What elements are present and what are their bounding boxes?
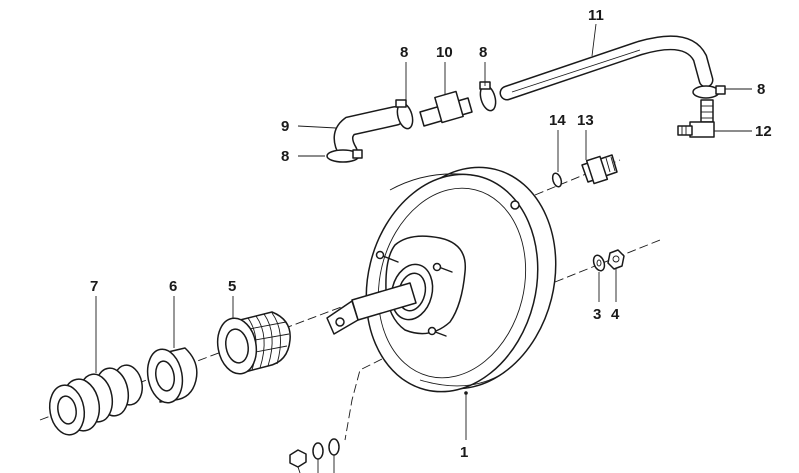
part-6-damper-ring [146,347,198,404]
clamp-b [479,81,497,112]
callout-10: 10 [436,44,453,61]
callout-6: 6 [169,278,177,295]
callout-3: 3 [593,306,601,323]
clamp-c [326,149,363,163]
callout-8-top-left: 8 [400,44,408,61]
part-3-washer [592,254,606,272]
callout-8-right: 8 [757,81,765,98]
booster-studs [375,250,453,337]
callout-5: 5 [228,278,236,295]
part-13-valve-fitting [581,154,618,185]
callout-labels: 1 3 4 5 6 7 8 8 8 8 9 10 11 12 13 14 [90,7,772,461]
part-12-angle-fitting [677,99,715,138]
callout-12: 12 [755,123,772,140]
callout-8-left: 8 [281,148,289,165]
callout-14: 14 [549,112,566,129]
part-9-elbow-hose [333,106,405,162]
callout-9: 9 [281,118,289,135]
bottom-hardware [289,438,340,473]
leader-lines [95,23,752,440]
part-11-vacuum-hose [499,35,714,101]
callout-11: 11 [588,7,604,24]
part-1-brake-booster [326,166,557,393]
callout-8-top-right: 8 [479,44,487,61]
part-4-nut [607,249,625,270]
clamp-a [395,99,414,130]
part-7-bellows-boot [48,364,143,436]
callout-1: 1 [460,444,468,461]
clamp-d [692,85,726,99]
part-14-seal [551,172,563,188]
callout-4: 4 [611,306,620,323]
part-5-filter [216,311,291,375]
callout-7: 7 [90,278,98,295]
callout-13: 13 [577,112,594,129]
part-10-connector [419,90,473,127]
